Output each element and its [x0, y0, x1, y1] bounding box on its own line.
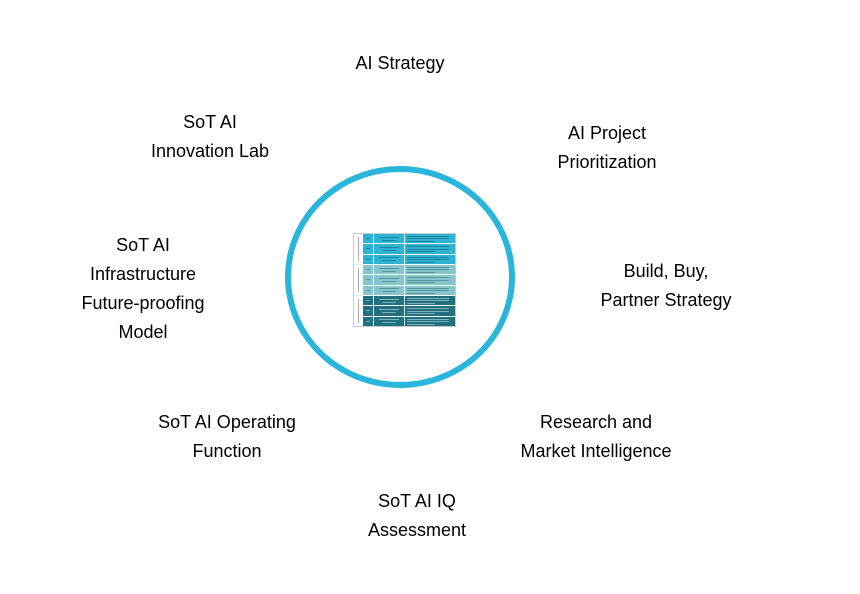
- table-row: [363, 254, 455, 264]
- label-line: Prioritization: [557, 152, 657, 172]
- label-line: Assessment: [367, 520, 467, 540]
- label-line: SoT AI Operating: [158, 412, 296, 432]
- table-row: [363, 316, 455, 326]
- table-group-label-column: [354, 234, 363, 326]
- table-row: [363, 234, 455, 244]
- label-ai-project-prioritization: AI Project Prioritization: [497, 119, 717, 177]
- table-group-label: [354, 265, 363, 296]
- label-line: Infrastructure: [89, 264, 197, 284]
- label-line: Partner Strategy: [600, 290, 732, 310]
- table-group-label: [354, 296, 363, 326]
- label-line: Function: [192, 441, 262, 461]
- table-row: [363, 275, 455, 285]
- table-row: [363, 295, 455, 306]
- label-line: Model: [118, 322, 168, 342]
- label-line: AI Project: [567, 123, 647, 143]
- label-sot-ai-operating-function: SoT AI Operating Function: [107, 408, 347, 466]
- table-group-label: [354, 234, 363, 265]
- label-sot-ai-iq-assessment: SoT AI IQ Assessment: [317, 487, 517, 545]
- label-line: SoT AI: [183, 112, 237, 132]
- label-line: Future-proofing: [81, 293, 205, 313]
- label-ai-strategy: AI Strategy: [300, 49, 500, 78]
- label-sot-ai-innovation-lab: SoT AI Innovation Lab: [100, 108, 320, 166]
- label-line: Innovation Lab: [150, 141, 270, 161]
- label-line: SoT AI IQ: [378, 491, 456, 511]
- label-sot-ai-infrastructure-model: SoT AI Infrastructure Future-proofing Mo…: [33, 231, 253, 347]
- label-line: AI Strategy: [355, 53, 445, 73]
- label-research-market-intelligence: Research and Market Intelligence: [476, 408, 716, 466]
- table-row: [363, 285, 455, 295]
- label-line: Market Intelligence: [520, 441, 672, 461]
- label-line: SoT AI: [116, 235, 170, 255]
- label-line: Build, Buy,: [623, 261, 709, 281]
- table-rows: [363, 234, 455, 326]
- label-build-buy-partner-strategy: Build, Buy, Partner Strategy: [551, 257, 781, 315]
- table-row: [363, 306, 455, 316]
- table-row: [363, 264, 455, 275]
- table-row: [363, 244, 455, 254]
- hub-circle-outline: [285, 166, 515, 388]
- center-table-thumbnail: [353, 233, 456, 327]
- label-line: Research and: [539, 412, 653, 432]
